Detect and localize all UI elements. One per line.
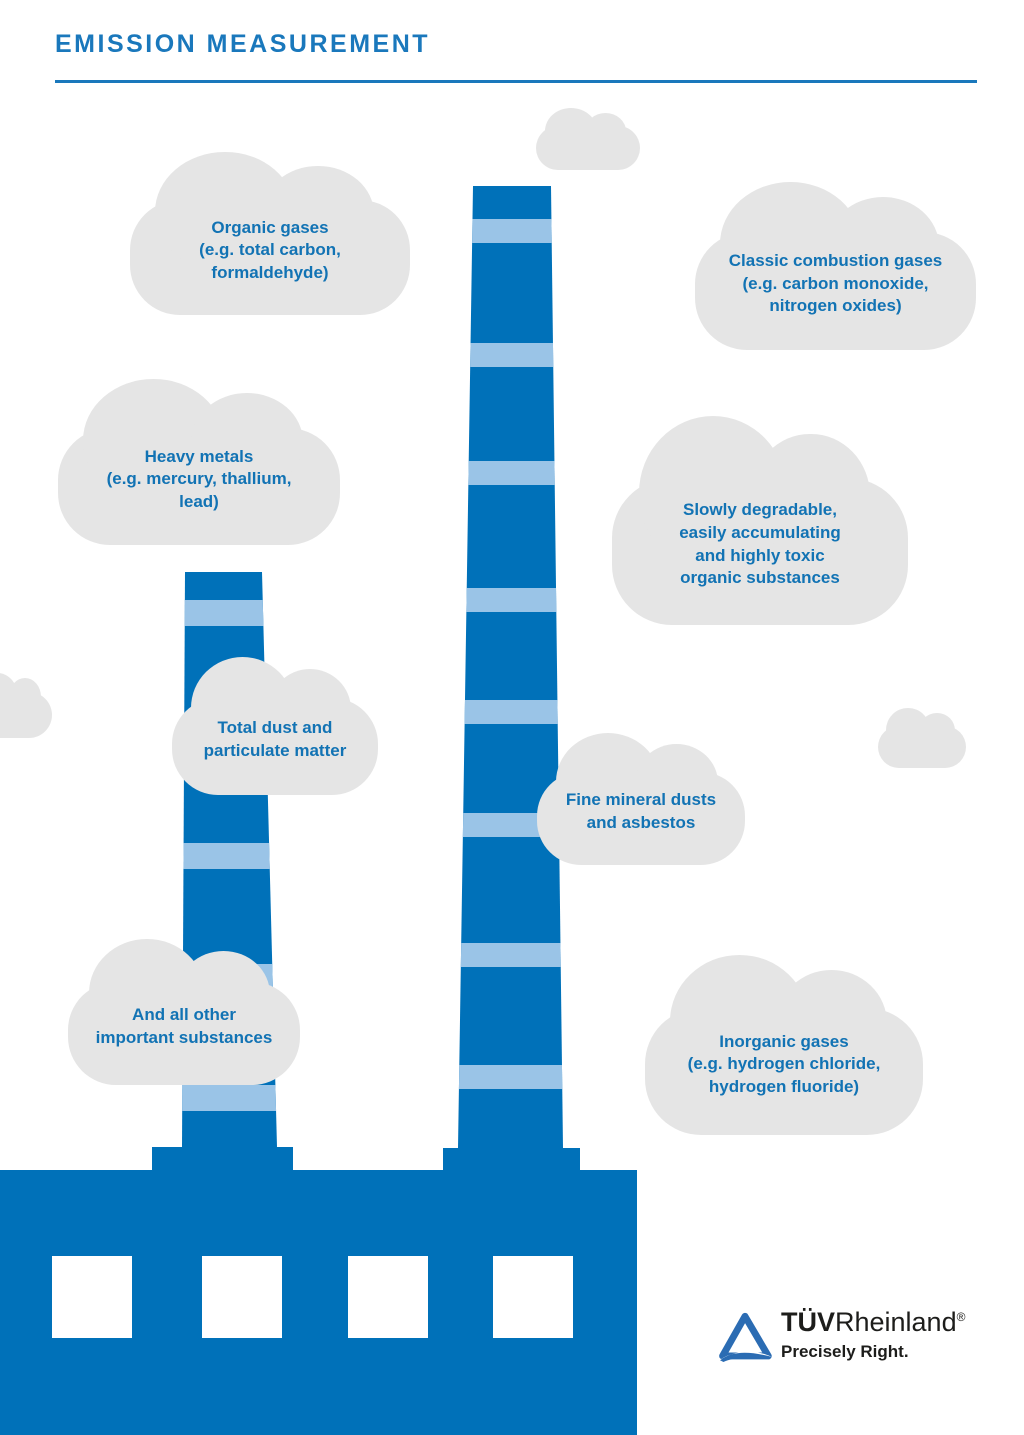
decorative-cloud-icon	[0, 672, 52, 738]
cloud-fine-mineral-dusts: Fine mineral dusts and asbestos	[537, 732, 745, 865]
cloud-label: Total dust and particulate matter	[203, 717, 347, 760]
chimney-tall	[458, 186, 563, 1148]
cloud-total-dust: Total dust and particulate matter	[172, 657, 378, 795]
chimney-stripe	[458, 343, 563, 367]
logo-brand-tuv: TÜV	[781, 1307, 835, 1337]
chimney-base-step	[443, 1148, 580, 1172]
chimney-stripe	[458, 943, 563, 967]
cloud-slowly-degradable: Slowly degradable, easily accumulating a…	[612, 416, 908, 625]
cloud-classic-combustion-gases: Classic combustion gases (e.g. carbon mo…	[695, 182, 976, 350]
registered-mark: ®	[956, 1310, 966, 1324]
factory-window	[202, 1256, 282, 1338]
chimney-stripe	[182, 600, 277, 626]
factory-window	[52, 1256, 132, 1338]
chimney-stripe	[458, 700, 563, 724]
cloud-label: Inorganic gases (e.g. hydrogen chloride,…	[687, 1031, 881, 1096]
tuv-rheinland-logo: TÜVRheinland® Precisely Right.	[718, 1307, 966, 1362]
cloud-heavy-metals: Heavy metals (e.g. mercury, thallium, le…	[58, 378, 340, 545]
logo-brand-rheinland: Rheinland	[835, 1307, 957, 1337]
cloud-label: Classic combustion gases (e.g. carbon mo…	[728, 251, 943, 316]
chimney-stripe	[458, 461, 563, 485]
cloud-label: Slowly degradable, easily accumulating a…	[679, 500, 841, 588]
factory-window	[493, 1256, 573, 1338]
tuv-triangle-icon	[718, 1312, 772, 1362]
cloud-label: Heavy metals (e.g. mercury, thallium, le…	[106, 446, 292, 511]
cloud-label: And all other important substances	[95, 1004, 273, 1047]
chimney-stripe	[458, 219, 563, 243]
logo-tagline: Precisely Right.	[781, 1341, 909, 1361]
chimney-stripe	[182, 843, 277, 869]
factory-window	[348, 1256, 428, 1338]
chimney-stripe	[458, 1065, 563, 1089]
chimney-stripe	[458, 588, 563, 612]
cloud-organic-gases: Organic gases (e.g. total carbon, formal…	[130, 151, 410, 315]
chimney-base-step	[152, 1147, 293, 1172]
logo-brand: TÜVRheinland®	[781, 1307, 966, 1338]
page-title: EMISSION MEASUREMENT	[55, 30, 431, 58]
cloud-label: Fine mineral dusts and asbestos	[565, 789, 717, 832]
cloud-all-other-substances: And all other important substances	[68, 938, 300, 1085]
decorative-cloud-icon	[878, 708, 966, 768]
factory-building	[0, 1170, 637, 1435]
title-underline	[55, 80, 977, 83]
cloud-label: Organic gases (e.g. total carbon, formal…	[199, 217, 341, 282]
chimney-stripe	[182, 1085, 277, 1111]
logo-text: TÜVRheinland® Precisely Right.	[781, 1307, 966, 1362]
decorative-cloud-icon	[536, 107, 640, 170]
cloud-inorganic-gases: Inorganic gases (e.g. hydrogen chloride,…	[645, 954, 923, 1135]
